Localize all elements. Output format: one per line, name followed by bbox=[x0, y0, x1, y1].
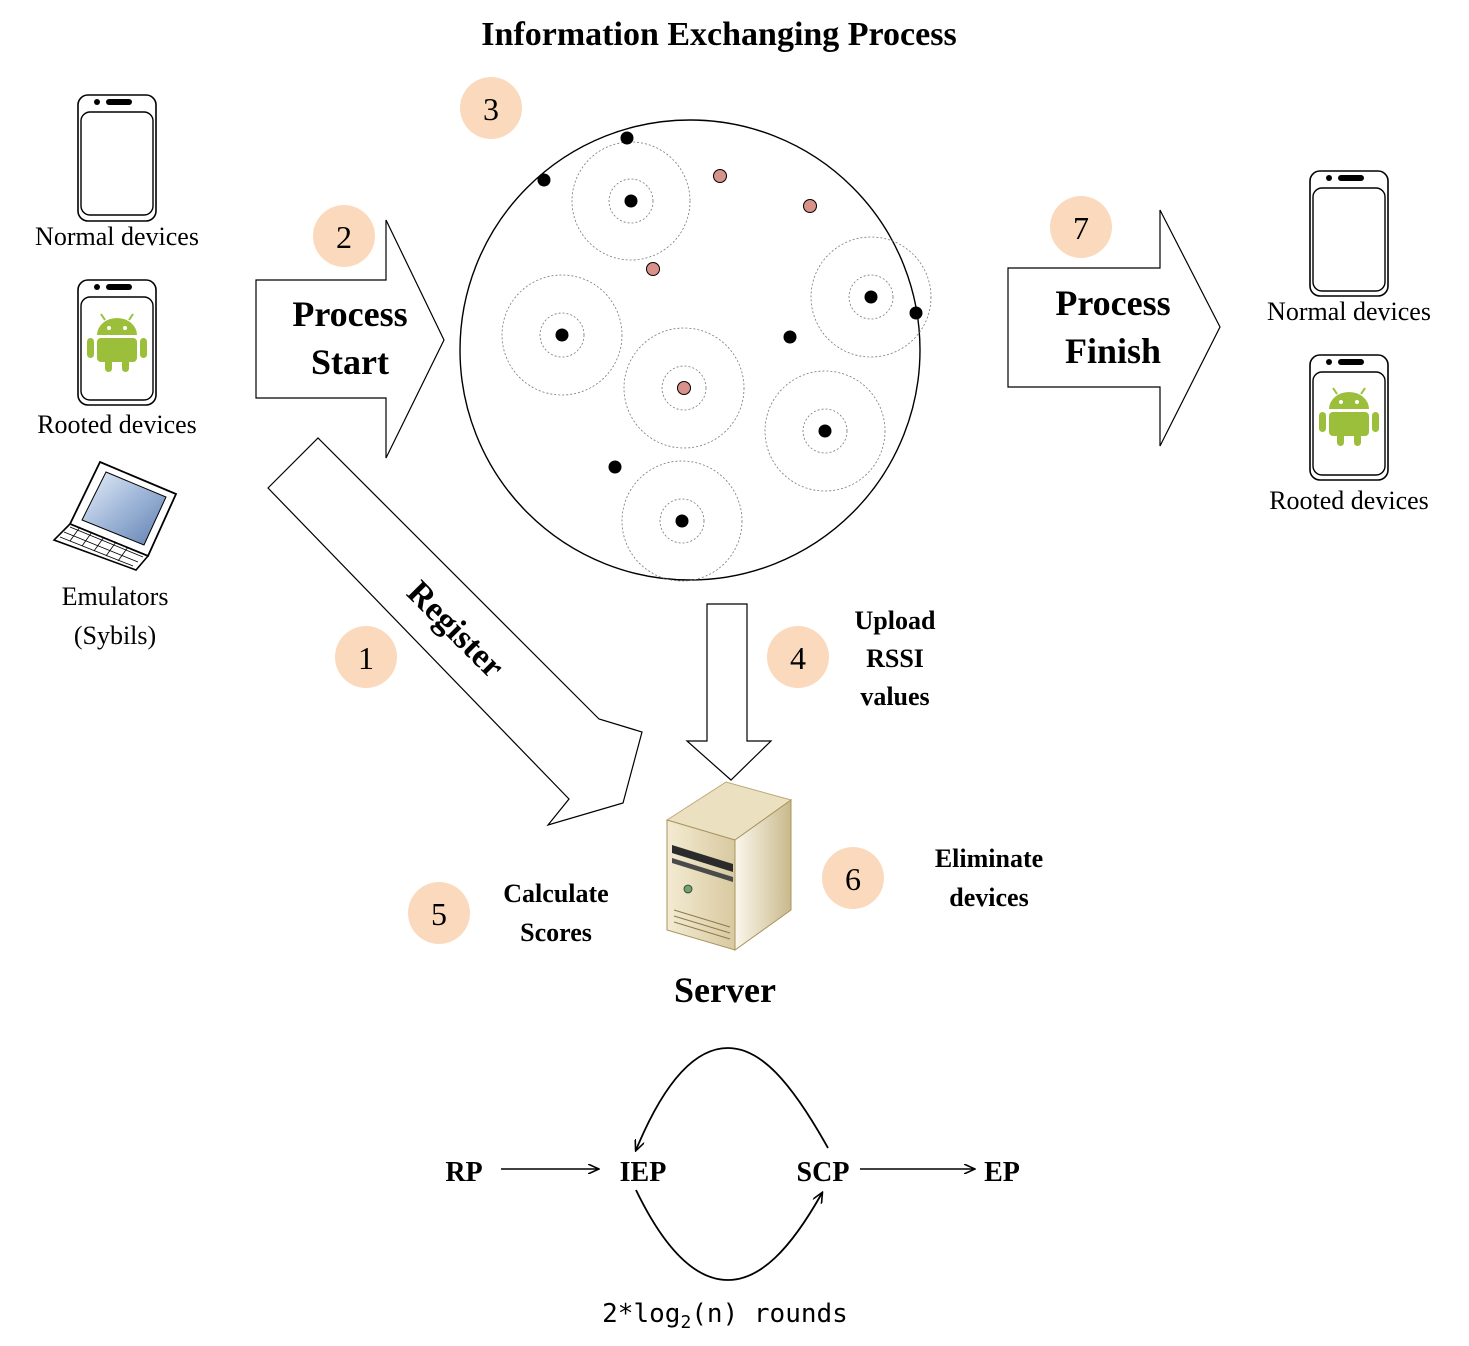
step-3-number: 3 bbox=[483, 91, 499, 127]
eliminate-label-1: Eliminate bbox=[935, 844, 1043, 873]
step-6-number: 6 bbox=[845, 861, 861, 897]
range-rings bbox=[501, 141, 932, 582]
arrow-iep-scp-loop bbox=[635, 1189, 822, 1281]
left-rooted-device: Rooted devices bbox=[37, 279, 197, 439]
step-2-number: 2 bbox=[336, 219, 352, 255]
process-finish-label-2: Finish bbox=[1065, 331, 1161, 371]
left-emulator-label-1: Emulators bbox=[62, 582, 169, 611]
rounds-label: 2*log2(n) rounds bbox=[602, 1299, 848, 1333]
device-node-pink bbox=[646, 169, 817, 395]
step-5-badge: 5 bbox=[408, 882, 470, 944]
step-1-number: 1 bbox=[358, 640, 374, 676]
left-normal-label: Normal devices bbox=[35, 222, 199, 251]
information-exchange-area bbox=[459, 119, 932, 582]
right-normal-label: Normal devices bbox=[1267, 297, 1431, 326]
step-4-number: 4 bbox=[790, 640, 806, 676]
android-icon bbox=[1319, 387, 1379, 446]
step-4-badge: 4 bbox=[767, 626, 829, 688]
step-1-badge: 1 bbox=[335, 626, 397, 688]
right-rooted-device: Rooted devices bbox=[1269, 354, 1429, 515]
arrow-scp-iep-loop bbox=[636, 1047, 829, 1150]
step-7-badge: 7 bbox=[1050, 196, 1112, 258]
process-start-arrow: Process Start bbox=[255, 219, 445, 459]
smartphone-icon bbox=[77, 94, 157, 222]
flow-iep: IEP bbox=[620, 1157, 667, 1188]
left-normal-device: Normal devices bbox=[35, 94, 199, 251]
calculate-label-1: Calculate bbox=[503, 879, 608, 908]
flow-scp: SCP bbox=[797, 1157, 850, 1188]
step-7-number: 7 bbox=[1073, 210, 1089, 246]
step-3-badge: 3 bbox=[460, 77, 522, 139]
smartphone-icon bbox=[1309, 170, 1389, 297]
upload-arrow bbox=[685, 603, 773, 781]
process-start-label-1: Process bbox=[292, 294, 407, 334]
left-emulator-device: Emulators (Sybils) bbox=[52, 460, 178, 650]
step-6-badge: 6 bbox=[822, 847, 884, 909]
step-2-badge: 2 bbox=[313, 205, 375, 267]
android-icon bbox=[87, 313, 147, 372]
flow-ep: EP bbox=[984, 1157, 1020, 1188]
phase-flow: RP IEP SCP EP 2*log2(n) rounds bbox=[445, 1047, 1020, 1333]
upload-label-1: Upload bbox=[855, 606, 936, 635]
flow-rp: RP bbox=[445, 1157, 482, 1188]
upload-label-3: values bbox=[860, 682, 929, 711]
process-finish-label-1: Process bbox=[1055, 283, 1170, 323]
upload-label-2: RSSI bbox=[866, 644, 924, 673]
right-normal-device: Normal devices bbox=[1267, 170, 1431, 326]
calculate-label-2: Scores bbox=[520, 918, 592, 947]
process-finish-arrow: Process Finish bbox=[1007, 209, 1221, 447]
laptop-icon bbox=[52, 460, 178, 571]
left-rooted-label: Rooted devices bbox=[37, 410, 197, 439]
diagram-title: Information Exchanging Process bbox=[481, 16, 956, 53]
step-5-number: 5 bbox=[431, 896, 447, 932]
left-emulator-label-2: (Sybils) bbox=[74, 621, 156, 650]
device-node-black bbox=[537, 131, 923, 528]
server-label: Server bbox=[674, 970, 776, 1010]
server-tower-icon bbox=[665, 781, 793, 951]
eliminate-label-2: devices bbox=[949, 883, 1028, 912]
process-start-label-2: Start bbox=[311, 342, 389, 382]
right-rooted-label: Rooted devices bbox=[1269, 486, 1429, 515]
